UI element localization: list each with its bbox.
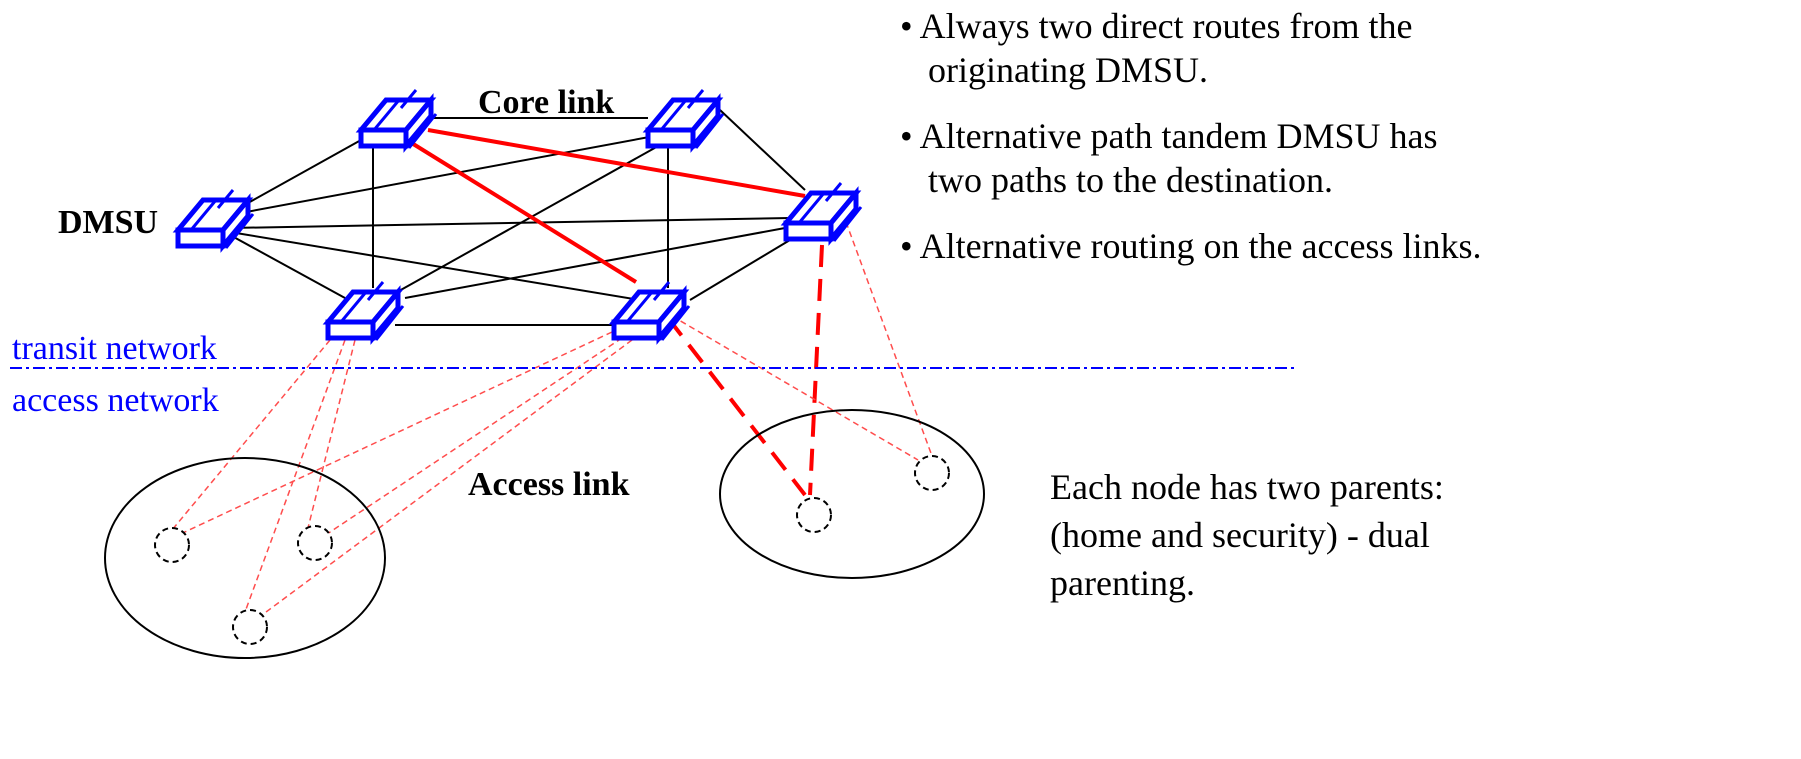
bullet-line: originating DMSU.	[928, 50, 1209, 90]
access-link	[317, 337, 623, 541]
dual-parenting-note: Each node has two parents: (home and sec…	[1050, 463, 1520, 607]
dmsu-switch	[328, 282, 403, 340]
access-node	[297, 525, 333, 561]
access-route-dashed	[666, 316, 807, 497]
core-link	[229, 134, 371, 214]
core-link	[229, 234, 346, 299]
access-link	[845, 221, 933, 457]
alternative-routes	[408, 128, 824, 497]
core-link	[389, 144, 661, 297]
direct-route	[427, 128, 806, 198]
note-line: Each node has two parents:	[1050, 467, 1444, 507]
access-network-label: access network	[12, 382, 219, 419]
bullet-line: • Alternative routing on the access link…	[900, 226, 1482, 266]
access-route-dashed	[808, 244, 824, 496]
access-links	[171, 221, 933, 619]
core-link	[229, 134, 661, 216]
dmsu-label: DMSU	[58, 204, 159, 241]
bullet-line: • Always two direct routes from the	[900, 6, 1413, 46]
bullet-item: • Always two direct routes from the orig…	[900, 4, 1800, 92]
access-link	[244, 339, 346, 613]
access-cluster-left	[104, 457, 386, 659]
access-cluster-right	[719, 409, 985, 579]
access-node	[232, 609, 268, 645]
core-link	[404, 227, 786, 299]
core-link	[719, 109, 806, 191]
dmsu-switch	[648, 90, 723, 148]
access-node	[914, 455, 950, 491]
bullet-item: • Alternative path tandem DMSU has two p…	[900, 114, 1800, 202]
access-link	[257, 339, 633, 619]
bullet-line: two paths to the destination.	[928, 160, 1333, 200]
bullet-item: • Alternative routing on the access link…	[900, 224, 1800, 268]
transit-network-label: transit network	[12, 330, 217, 367]
bullet-list: • Always two direct routes from the orig…	[900, 4, 1800, 290]
note-line: parenting.	[1050, 563, 1195, 603]
access-link-label: Access link	[468, 466, 630, 503]
access-node	[796, 497, 832, 533]
core-links	[229, 109, 806, 326]
access-link	[171, 331, 613, 539]
note-line: (home and security) - dual	[1050, 515, 1430, 555]
access-node	[154, 527, 190, 563]
bullet-line: • Alternative path tandem DMSU has	[900, 116, 1438, 156]
direct-route	[408, 140, 638, 284]
core-link	[689, 239, 791, 301]
dmsu-switch	[361, 90, 436, 148]
core-link-label: Core link	[478, 84, 615, 121]
dmsu-switch	[178, 190, 253, 248]
access-nodes	[154, 455, 950, 645]
core-link	[229, 231, 641, 301]
access-link	[171, 339, 331, 531]
core-link	[229, 217, 791, 229]
access-link	[671, 315, 919, 461]
access-link	[307, 339, 356, 529]
